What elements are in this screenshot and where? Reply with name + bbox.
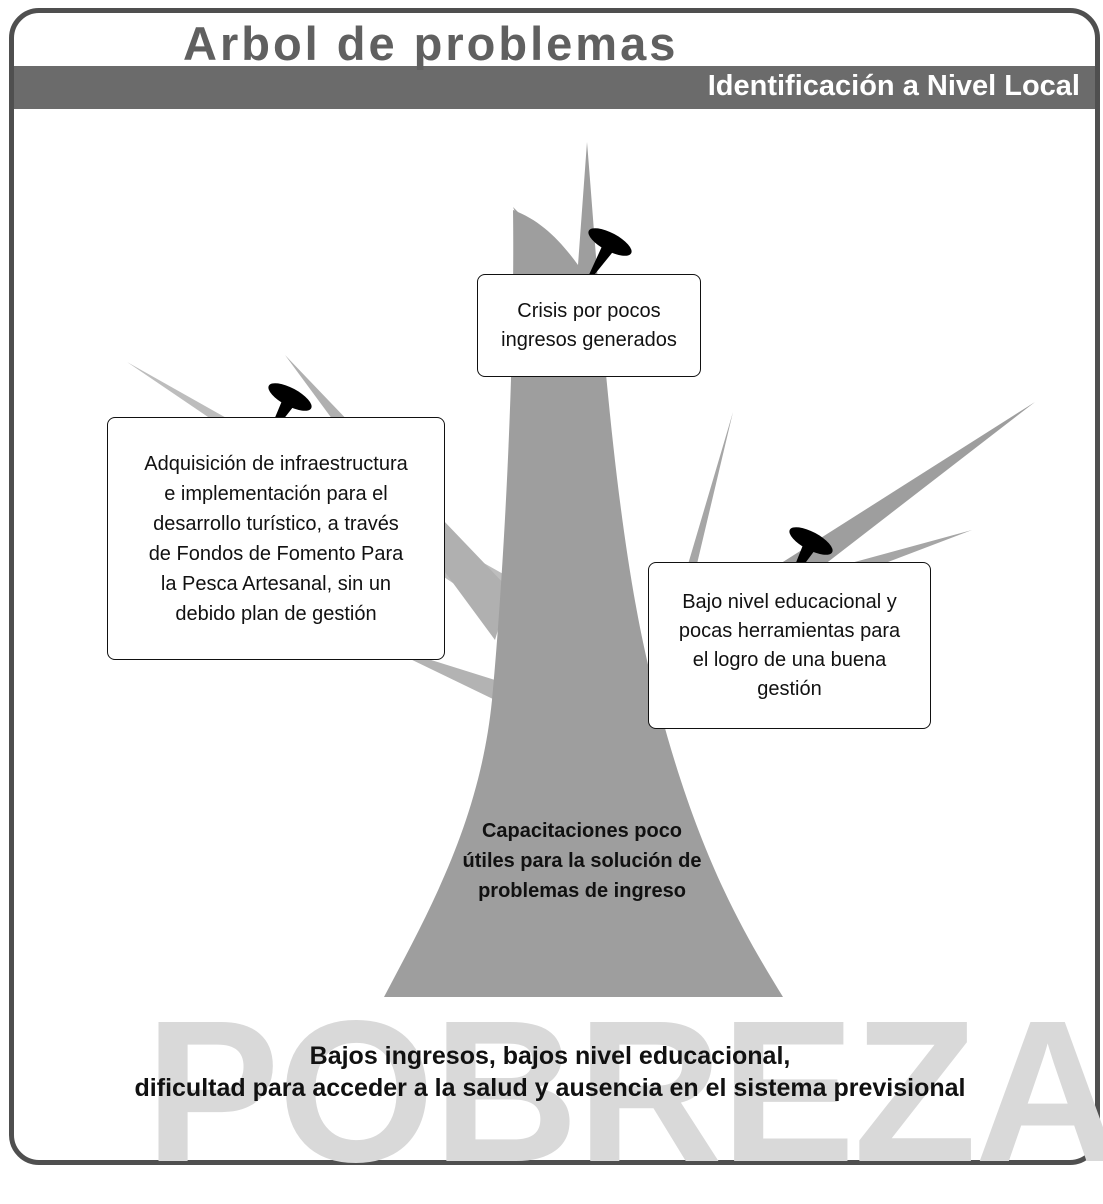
watermark-text: POBREZA (145, 978, 1103, 1204)
tree-trunk (384, 142, 783, 997)
page-subtitle: Identificación a Nivel Local (707, 70, 1080, 102)
problem-box-top: Crisis por pocos ingresos generados (477, 274, 701, 377)
trunk-label: Capacitaciones poco útiles para la soluc… (462, 820, 702, 902)
header-band (14, 66, 1095, 109)
problem-label-right: Bajo nivel educacional y pocas herramien… (678, 590, 901, 700)
root-causes-label: Bajos ingresos, bajos nivel educacional,… (134, 1042, 966, 1102)
problem-label-top: Crisis por pocos ingresos generados (501, 299, 677, 351)
problem-box-right: Bajo nivel educacional y pocas herramien… (648, 562, 931, 729)
page-title: Arbol de problemas (183, 17, 679, 70)
problem-label-left: Adquisición de infraestructura e impleme… (144, 452, 408, 625)
problem-box-left: Adquisición de infraestructura e impleme… (107, 417, 445, 660)
